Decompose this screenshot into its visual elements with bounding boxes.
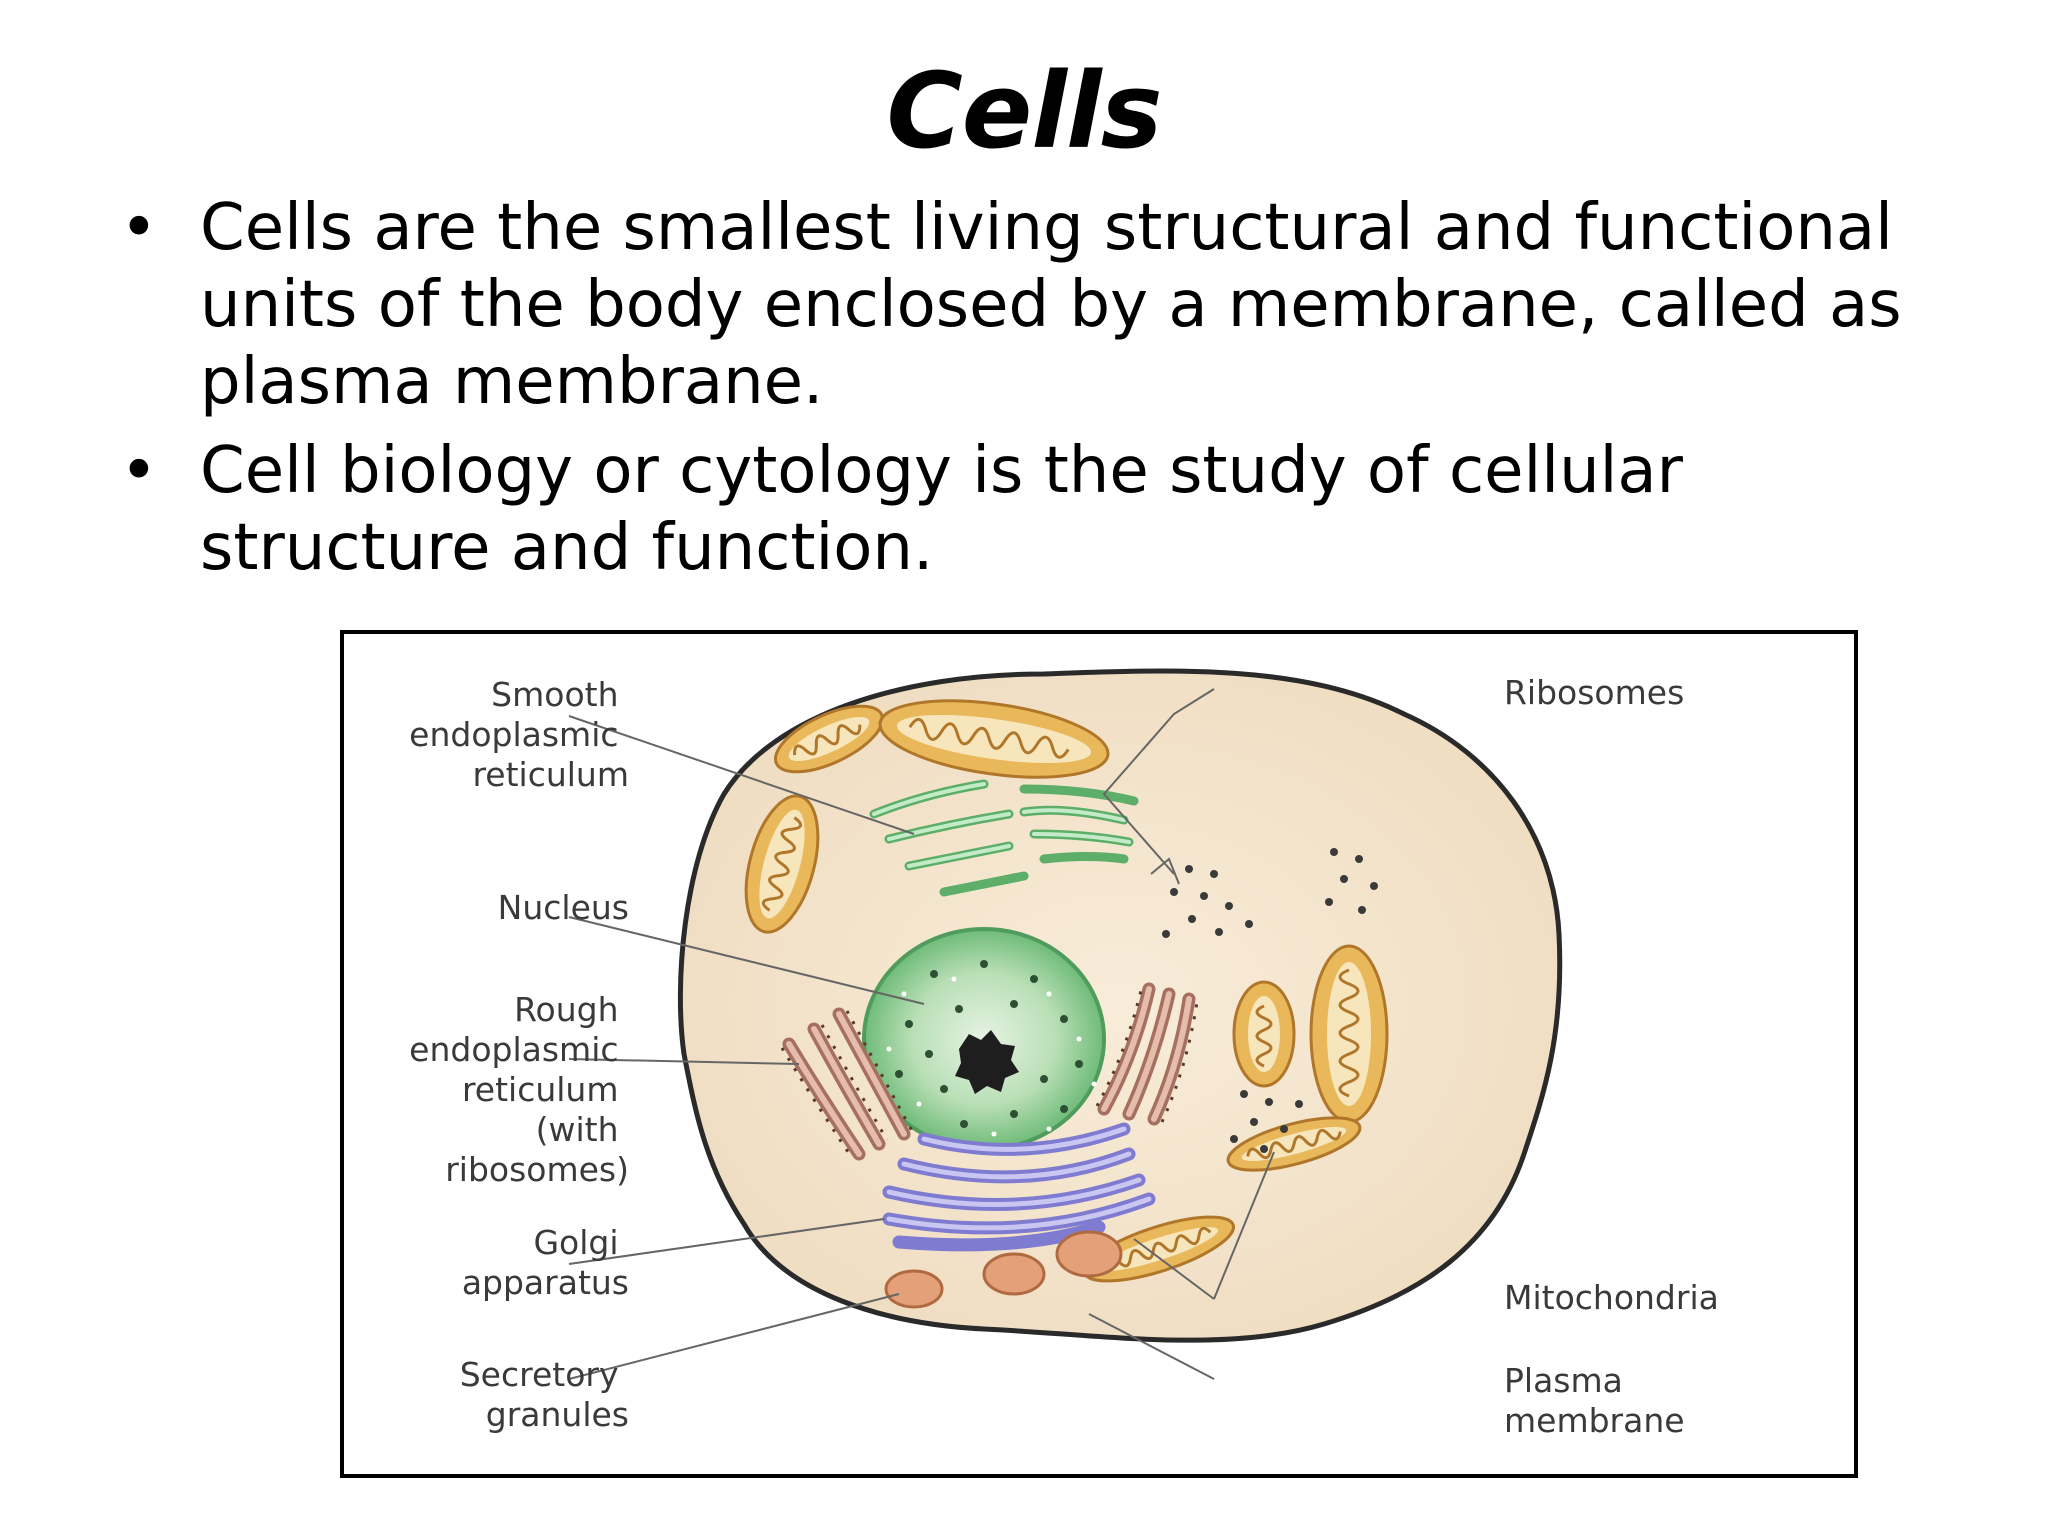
label-smooth-er: Smooth endoplasmic reticulum xyxy=(409,675,629,794)
bullet-text: Cell biology or cytology is the study of… xyxy=(200,434,1683,585)
cell-diagram-figure: Smooth endoplasmic reticulum Nucleus Rou… xyxy=(340,630,1858,1478)
mitochondrion xyxy=(1226,1116,1362,1172)
mitochondrion xyxy=(744,794,820,934)
bullet-dot-icon: • xyxy=(120,191,158,265)
mitochondrion xyxy=(878,699,1110,779)
label-mitochondria: Mitochondria xyxy=(1504,1278,1719,1317)
slide-title: Cells xyxy=(886,50,1162,172)
label-ribosomes: Ribosomes xyxy=(1504,673,1684,712)
leader-lines xyxy=(568,688,1275,1380)
mitochondria-group xyxy=(744,699,1389,1283)
rough-er-left xyxy=(780,1007,914,1161)
nucleus-shape xyxy=(862,927,1106,1151)
mitochondrion xyxy=(1232,980,1296,1088)
mitochondrion xyxy=(1083,1215,1235,1283)
bullet-item: • Cells are the smallest living structur… xyxy=(120,190,1980,421)
label-secretory-granules: Secretory granules xyxy=(460,1355,629,1434)
label-nucleus: Nucleus xyxy=(498,888,629,927)
mitochondrion xyxy=(1309,944,1389,1124)
label-golgi: Golgi apparatus xyxy=(462,1223,629,1302)
secretory-granules-shape xyxy=(884,1230,1123,1309)
label-plasma-membrane: Plasma membrane xyxy=(1504,1361,1685,1440)
free-ribosomes xyxy=(1162,848,1378,1153)
bullet-item: • Cell biology or cytology is the study … xyxy=(120,433,1980,587)
bullet-dot-icon: • xyxy=(120,434,158,508)
mitochondrion xyxy=(773,704,885,774)
nucleolus-shape xyxy=(955,1030,1019,1094)
label-rough-er: Rough endoplasmic reticulum (with riboso… xyxy=(409,990,629,1189)
bullet-list: • Cells are the smallest living structur… xyxy=(120,190,1980,599)
cell-diagram: Smooth endoplasmic reticulum Nucleus Rou… xyxy=(409,668,1719,1440)
rough-er-right xyxy=(1095,982,1199,1126)
bullet-text: Cells are the smallest living structural… xyxy=(200,191,1902,419)
